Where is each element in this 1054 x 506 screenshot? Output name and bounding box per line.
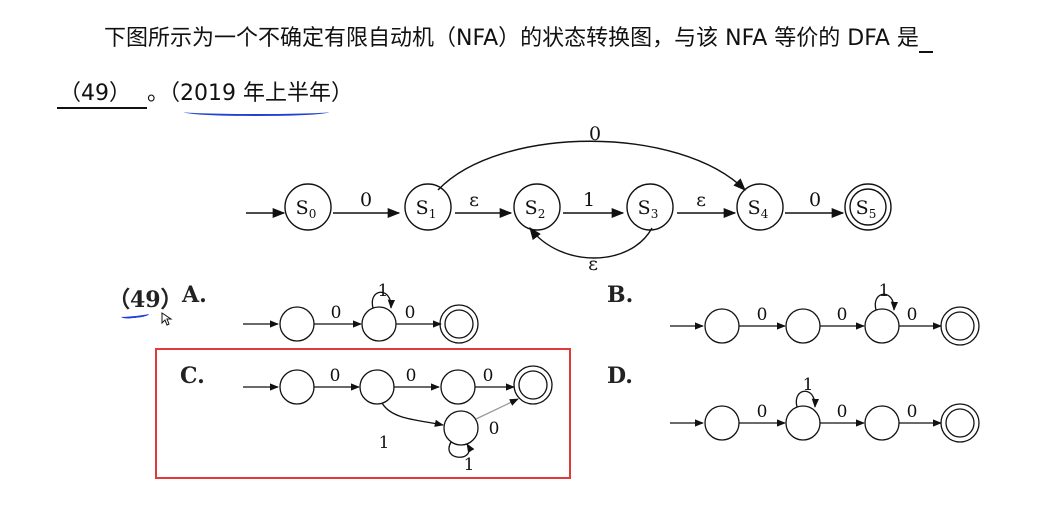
state-s5-outer	[844, 183, 892, 231]
option-a-final-outer	[439, 304, 479, 344]
close-paren: ）	[331, 81, 354, 106]
option-b-labels: 0 0 1 0	[757, 281, 918, 325]
option-d-final-outer	[940, 403, 980, 443]
option-d-state-1	[704, 405, 740, 441]
edge-label-s2-s3: 1	[583, 189, 595, 211]
option-d-label: D.	[607, 363, 633, 389]
answer-blank-start	[918, 26, 933, 53]
option-d-final-inner	[945, 408, 975, 438]
question-number-label: （49）	[108, 282, 183, 314]
state-s3	[626, 183, 674, 231]
option-b-final-inner	[945, 311, 975, 341]
option-a-final-inner	[444, 309, 474, 339]
option-b-label-3: 1	[879, 281, 890, 301]
edge-label-s0-s1: 0	[360, 189, 372, 211]
state-s1	[404, 183, 452, 231]
option-a-label-1: 0	[331, 303, 342, 323]
answer-blank: （49）	[57, 75, 147, 109]
option-c-label-1: 0	[330, 366, 341, 386]
state-label-s4: S4	[748, 197, 769, 221]
mouse-cursor-icon	[161, 311, 173, 330]
state-s0	[284, 183, 332, 231]
option-b-state-3	[864, 308, 900, 344]
option-d-label-4: 0	[907, 402, 918, 422]
state-s5-inner	[849, 188, 887, 226]
option-c-diagram	[243, 365, 553, 458]
option-a-diagram	[243, 291, 479, 344]
option-c-label-6: 1	[464, 455, 475, 475]
option-b-state-1	[704, 308, 740, 344]
after-blank-text: 。（	[147, 81, 181, 106]
option-c-label-3: 0	[483, 366, 494, 386]
nfa-state-diagram	[246, 140, 892, 259]
year-underline-annotation	[184, 108, 329, 116]
nfa-state-labels: S0 S1 S2 S3 S4 S5	[296, 197, 877, 221]
option-d-label-2: 1	[803, 375, 814, 395]
option-b-self-loop	[874, 293, 898, 311]
question-text: 下图所示为一个不确定有限自动机（NFA）的状态转换图，与该 NFA 等价的 DF…	[104, 26, 919, 51]
option-d-labels: 0 1 0 0	[757, 375, 918, 422]
option-b-state-2	[785, 308, 821, 344]
exam-year-text: 2019 年上半年	[180, 81, 331, 106]
option-a-self-loop	[371, 291, 395, 309]
option-a-state-2	[361, 306, 397, 342]
state-label-s3: S3	[638, 197, 659, 221]
option-a-state-1	[279, 306, 315, 342]
question-line-2: （49） 。（2019 年上半年）	[57, 75, 354, 116]
option-c-edge-5	[475, 398, 519, 420]
option-c-final-inner	[518, 370, 548, 400]
option-d-self-loop	[795, 390, 819, 408]
option-c-labels: 0 0 0 1 0 1	[330, 366, 500, 475]
edge-label-s1-s4: 0	[589, 123, 601, 145]
state-label-s1: S1	[416, 197, 437, 221]
option-a-label-2: 1	[378, 281, 389, 301]
state-s4	[736, 183, 784, 231]
state-label-s5: S5	[856, 197, 877, 221]
blank-number: （49）	[59, 81, 131, 106]
option-d-state-3	[864, 405, 900, 441]
option-c-edge-4	[381, 402, 444, 427]
option-a-label-3: 0	[405, 303, 416, 323]
option-c-label: C.	[180, 363, 205, 389]
option-b-diagram	[670, 293, 980, 346]
option-b-label-1: 0	[757, 305, 768, 325]
option-d-state-2	[785, 405, 821, 441]
option-c-state-4	[443, 410, 479, 446]
option-a-label: A.	[182, 282, 207, 308]
edge-label-s4-s5: 0	[809, 189, 821, 211]
option-c-label-2: 0	[406, 366, 417, 386]
option-d-label-1: 0	[757, 402, 768, 422]
option-d-label-3: 0	[837, 402, 848, 422]
option-d-diagram	[670, 390, 980, 443]
edge-s1-s4	[437, 140, 746, 191]
nfa-edge-labels: 0 ε 1 ε 0 0 ε	[360, 123, 821, 275]
state-label-s2: S2	[525, 197, 546, 221]
option-c-highlight-box	[155, 348, 571, 479]
option-c-self-loop	[448, 441, 475, 458]
option-b-final-outer	[940, 306, 980, 346]
option-b-label: B.	[607, 282, 634, 308]
edge-s3-s2	[529, 226, 653, 259]
option-c-label-5: 0	[489, 419, 500, 439]
question-number: （49）	[108, 287, 183, 313]
option-b-label-4: 0	[907, 305, 918, 325]
option-c-final-outer	[513, 365, 553, 405]
state-label-s0: S0	[296, 197, 317, 221]
option-c-label-4: 1	[379, 433, 390, 453]
question-line-1: 下图所示为一个不确定有限自动机（NFA）的状态转换图，与该 NFA 等价的 DF…	[104, 20, 933, 53]
edge-label-s3-s4: ε	[696, 189, 706, 211]
edge-label-s3-s2: ε	[588, 253, 598, 275]
state-s2	[513, 183, 561, 231]
option-a-labels: 0 1 0	[331, 281, 416, 323]
option-b-label-2: 0	[837, 305, 848, 325]
edge-label-s1-s2: ε	[469, 189, 479, 211]
exam-year: 2019 年上半年	[180, 75, 331, 116]
